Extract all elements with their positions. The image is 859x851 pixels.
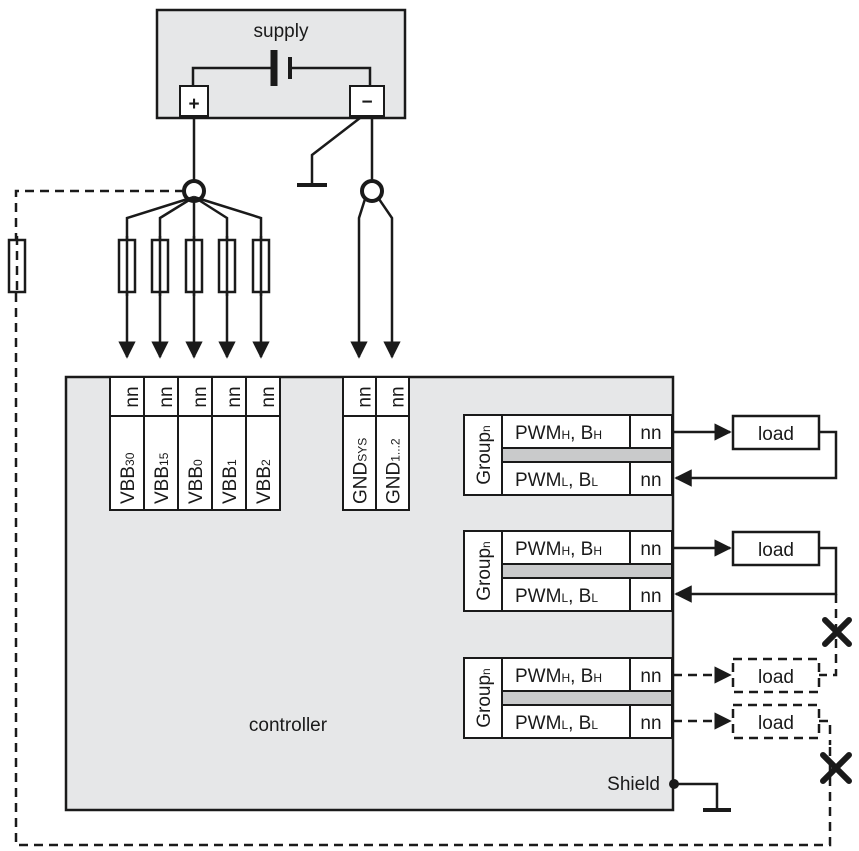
power-terminal-label: VBB1: [220, 459, 241, 504]
power-terminal-label: VBB15: [152, 452, 173, 504]
power-terminal-nn: nn: [224, 386, 245, 407]
load-label: load: [758, 667, 794, 688]
minus-terminal: [349, 85, 385, 117]
pwm-low-nn: nn: [640, 586, 661, 607]
power-terminal-nn: nn: [156, 386, 177, 407]
power-terminal-nn: nn: [258, 386, 279, 407]
group-label: Groupn: [474, 425, 495, 485]
supply-box: supply + −: [155, 8, 407, 120]
load-box: load: [731, 703, 821, 740]
ground-terminal-label: GND1...2: [384, 438, 405, 504]
pwm-low-nn: nn: [640, 713, 661, 734]
fuse-branch: [150, 195, 195, 359]
pwm-high-nn: nn: [640, 423, 661, 444]
minus-terminal-label: −: [361, 92, 372, 113]
shield-loop-wire: [14, 189, 832, 847]
fuse-branch: [193, 195, 271, 359]
pwm-low-label: PWML, BL: [515, 470, 598, 491]
fuse-branch: [184, 197, 204, 359]
shield-ground-icon: [674, 782, 731, 812]
pwm-high-label: PWMH, BH: [515, 666, 602, 687]
fuse-branch: [193, 195, 237, 359]
pwm-low-label: PWML, BL: [515, 713, 598, 734]
power-terminal-label: VBB2: [254, 459, 275, 504]
load-label: load: [758, 713, 794, 734]
broken-wire-cross-icon: [820, 752, 852, 784]
supply-label: supply: [254, 21, 309, 42]
pwm-low-label: PWML, BL: [515, 586, 598, 607]
controller-label: controller: [249, 715, 328, 736]
plus-terminal-label: +: [188, 94, 199, 115]
load-label: load: [758, 424, 794, 445]
power-terminal-label: VBB30: [118, 452, 139, 504]
pwm-high-nn: nn: [640, 539, 661, 560]
fuse-branches: [117, 195, 271, 359]
pwm-high-label: PWMH, BH: [515, 423, 602, 444]
pwm-high-nn: nn: [640, 666, 661, 687]
power-terminal-nn: nn: [122, 386, 143, 407]
power-terminal-label: VBB0: [186, 459, 207, 504]
ground-terminal-nn: nn: [388, 386, 409, 407]
fuse-branch: [117, 195, 195, 359]
plus-terminal: [179, 85, 209, 117]
load-box: load: [731, 530, 821, 567]
load-box: load: [731, 657, 821, 694]
load-box: load: [731, 414, 821, 451]
broken-wire-cross-icon: [822, 617, 852, 647]
ground-junction-icon: [360, 179, 384, 203]
ground-terminal-label: GNDSYS: [351, 438, 372, 504]
supply-ground-icon: [297, 117, 361, 187]
ground-terminal-nn: nn: [355, 386, 376, 407]
pwm-high-label: PWMH, BH: [515, 539, 602, 560]
group-label: Groupn: [474, 668, 495, 728]
group-label: Groupn: [474, 541, 495, 601]
shield-label: Shield: [607, 774, 660, 795]
power-terminal-nn: nn: [190, 386, 211, 407]
pwm-low-nn: nn: [640, 470, 661, 491]
load-label: load: [758, 540, 794, 561]
